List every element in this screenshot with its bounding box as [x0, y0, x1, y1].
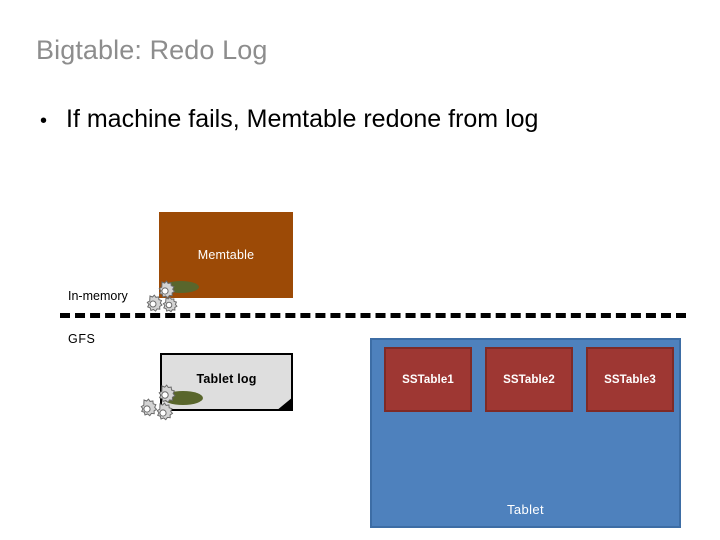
gears-icon — [136, 278, 186, 318]
zone-label-in-memory: In-memory — [68, 289, 128, 303]
sstable-box-1: SSTable1 — [384, 347, 472, 412]
page-title: Bigtable: Redo Log — [36, 35, 268, 65]
gears-icon — [136, 384, 188, 426]
sstable-label-2: SSTable2 — [503, 373, 555, 386]
memtable-label: Memtable — [197, 248, 255, 262]
sstable-label-1: SSTable1 — [402, 373, 454, 386]
bullet-item-label: If machine fails, Memtable redone from l… — [66, 105, 539, 133]
tablet-container: SSTable1 SSTable2 SSTable3 Tablet — [370, 338, 681, 528]
sstable-box-3: SSTable3 — [586, 347, 674, 412]
tablet-label: Tablet — [506, 502, 545, 517]
tablet-log-label: Tablet log — [196, 372, 257, 386]
sstable-label-3: SSTable3 — [604, 373, 656, 386]
memory-gfs-divider — [60, 313, 686, 318]
zone-label-gfs: GFS — [68, 332, 96, 346]
sstable-box-2: SSTable2 — [485, 347, 573, 412]
sstable-row: SSTable1 SSTable2 SSTable3 — [384, 347, 674, 412]
bullet-marker-icon: • — [40, 110, 48, 132]
bullet-list-item: • If machine fails, Memtable redone from… — [40, 103, 538, 135]
